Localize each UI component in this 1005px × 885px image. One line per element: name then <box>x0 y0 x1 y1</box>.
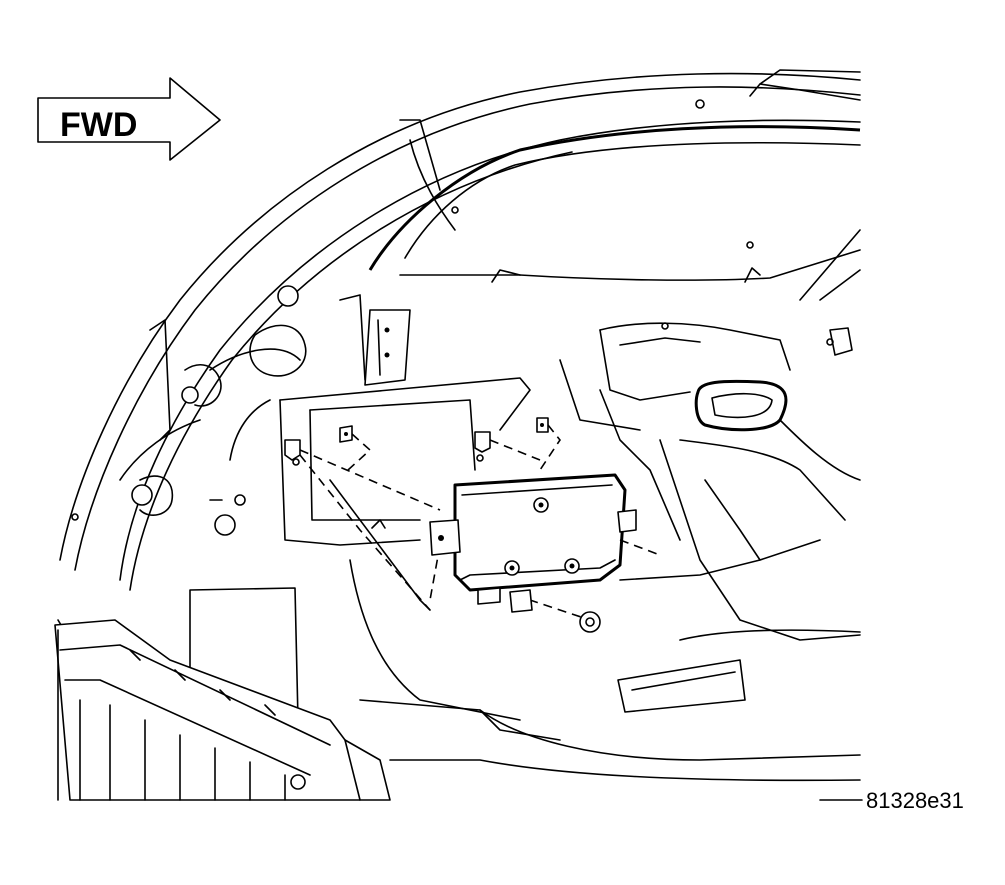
engine-compartment-components <box>559 229 861 641</box>
figure-id-label: 81328e31 <box>866 788 964 813</box>
forward-arrow: FWD <box>37 77 221 161</box>
strut-bracket <box>364 309 411 386</box>
vehicle-body-outline <box>57 69 861 771</box>
mounting-panel <box>189 294 531 723</box>
panel-clips <box>284 417 549 529</box>
electronic-module <box>429 473 637 613</box>
module-nut <box>579 611 601 633</box>
installation-leader-lines <box>299 424 661 621</box>
fender-structure <box>71 285 307 536</box>
figure-callout: 81328e31 <box>819 788 964 813</box>
front-grille <box>54 619 391 801</box>
cowl-opening <box>368 125 861 283</box>
lower-frame <box>359 629 861 782</box>
fwd-label: FWD <box>60 106 137 144</box>
